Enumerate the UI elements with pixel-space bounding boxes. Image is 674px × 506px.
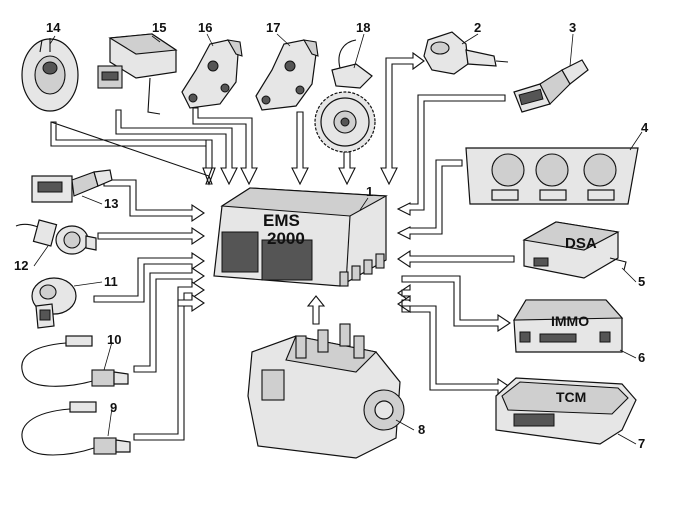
arrow-9b-to-ems [177, 293, 205, 313]
immo-label: IMMO [551, 313, 589, 329]
callout-7: 7 [638, 436, 645, 451]
arrow-16-to-ems [192, 107, 258, 186]
arrow-7-from-ems [397, 294, 411, 314]
arrow-8-to-ems [306, 295, 326, 325]
callout-15: 15 [152, 20, 166, 35]
component-14-sensor [21, 38, 79, 112]
arrow-14-to-ems [50, 121, 216, 186]
callout-12: 12 [14, 258, 28, 273]
component-18-wheel [314, 39, 376, 153]
dsa-label: DSA [565, 235, 597, 252]
component-6-immo-module: IMMO [513, 299, 624, 353]
arrow-15-to-ems [115, 109, 238, 186]
arrow-13-to-ems [103, 179, 205, 223]
arrow-12-to-ems [97, 226, 205, 246]
arrow-11-to-ems [93, 251, 205, 303]
callout-11: 11 [104, 274, 118, 289]
component-12-sensor [15, 219, 97, 255]
component-13-sensor [31, 169, 113, 203]
callout-3: 3 [569, 20, 576, 35]
signal-arrows [50, 51, 515, 441]
callout-numbers: 14 15 16 17 18 2 3 4 1 13 12 11 5 10 6 9… [14, 20, 649, 451]
component-5-dsa-module: DSA [522, 221, 627, 279]
arrow-4-to-ems [396, 159, 463, 240]
arrow-6-from-ems [397, 283, 411, 303]
arrow-9-to-ems [133, 280, 205, 441]
callout-10: 10 [107, 332, 121, 347]
callout-9: 9 [110, 400, 117, 415]
arrow-17-to-ems [291, 111, 309, 186]
callout-18: 18 [356, 20, 370, 35]
component-2-sensor [423, 31, 509, 75]
arrow-5-to-ems [397, 249, 515, 269]
leader-lines [33, 33, 643, 445]
callout-4: 4 [641, 120, 649, 135]
callout-8: 8 [418, 422, 425, 437]
callout-13: 13 [104, 196, 118, 211]
tcm-label: TCM [556, 389, 586, 405]
callout-6: 6 [638, 350, 645, 365]
component-1-ems-ecu: EMS 2000 [213, 187, 388, 287]
component-11-sensor [31, 277, 77, 329]
arrow-2-to-ems [380, 51, 425, 186]
component-7-tcm-module: TCM [495, 377, 637, 445]
component-8-abs-unit [247, 323, 405, 459]
component-17-sensor [255, 39, 319, 111]
component-16-sensor [181, 39, 243, 109]
ems-label-line2: 2000 [267, 229, 305, 248]
arrow-18-to-ems [338, 151, 356, 186]
arrow-10-to-ems [133, 266, 205, 373]
callout-1: 1 [366, 184, 373, 199]
arrow-3-to-ems [396, 94, 506, 216]
ems-label-line1: EMS [263, 211, 300, 230]
callout-5: 5 [638, 274, 645, 289]
callout-14: 14 [46, 20, 61, 35]
component-10-sensor [21, 335, 129, 387]
arrow-6-to-ems [401, 275, 511, 333]
component-9-sensor [21, 401, 131, 456]
component-15-module [97, 33, 178, 115]
callout-16: 16 [198, 20, 212, 35]
callout-2: 2 [474, 20, 481, 35]
callout-17: 17 [266, 20, 280, 35]
component-4-panel [465, 147, 639, 205]
component-3-sensor [513, 59, 589, 113]
